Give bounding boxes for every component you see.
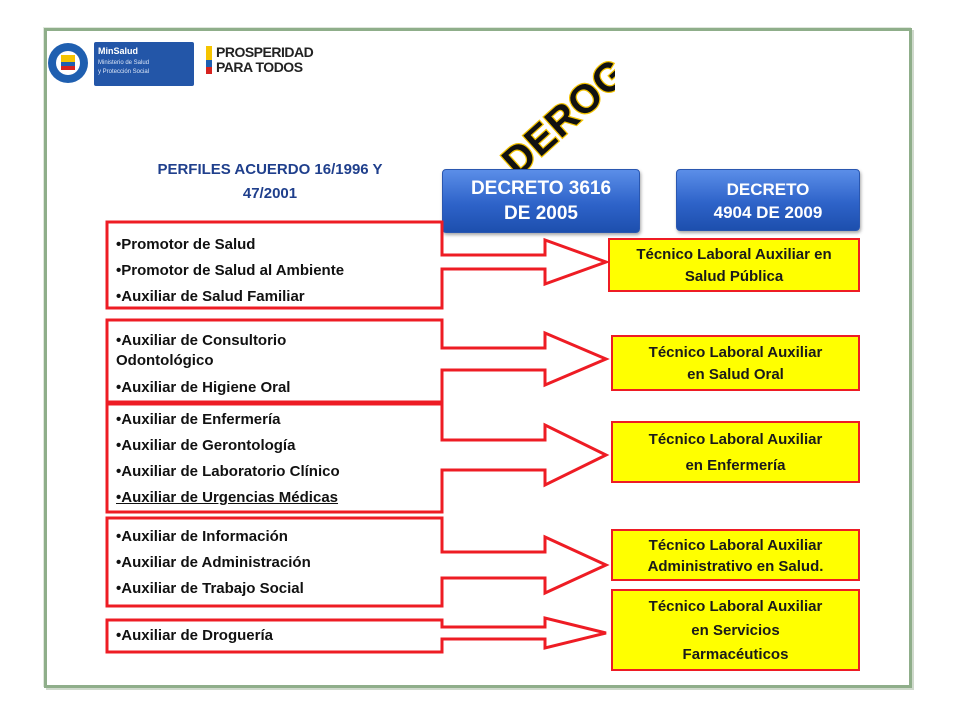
derogado-stamp: DEROGADO (493, 30, 615, 170)
outcome-line: en Servicios (691, 622, 780, 639)
minsalud-sub2: y Protección Social (98, 69, 150, 75)
group-5: •Auxiliar de Droguería (116, 625, 273, 647)
outcome-line: Administrativo en Salud. (647, 558, 824, 575)
outcome-line: Técnico Laboral Auxiliar (648, 598, 823, 615)
group-4-item: •Auxiliar de Administración (116, 554, 311, 571)
outcome-line: Técnico Laboral Auxiliar (648, 431, 823, 448)
perfiles-title-line1: PERFILES ACUERDO 16/1996 Y (157, 161, 383, 178)
decreto-3616-line1: DECRETO 3616 (470, 178, 612, 199)
colombia-seal-icon (48, 43, 88, 83)
outcome-administrativo: Técnico Laboral Auxiliar Administrativo … (611, 529, 860, 581)
perfiles-title: PERFILES ACUERDO 16/1996 Y 47/2001 (110, 158, 430, 206)
group-2: •Auxiliar de Consultorio Odontológico •A… (116, 331, 290, 398)
decreto-4904-line2: 4904 DE 2009 (713, 203, 823, 222)
outcome-line: en Enfermería (685, 457, 786, 474)
outcome-salud-publica: Técnico Laboral Auxiliar en Salud Públic… (608, 238, 860, 292)
outcome-salud-oral: Técnico Laboral Auxiliar en Salud Oral (611, 335, 860, 391)
outcome-enfermeria: Técnico Laboral Auxiliar en Enfermería (611, 421, 860, 483)
prosperidad-line1: PROSPERIDAD (216, 44, 314, 60)
outcome-line: Técnico Laboral Auxiliar (648, 537, 823, 554)
group-2-item: •Auxiliar de Higiene Oral (116, 379, 291, 396)
perfiles-title-line2: 47/2001 (242, 185, 298, 202)
decreto-4904-box: DECRETO 4904 DE 2009 (676, 169, 860, 231)
minsalud-name: MinSalud (98, 46, 138, 56)
decreto-4904-line1: DECRETO (726, 180, 810, 199)
outcome-line: Técnico Laboral Auxiliar en (636, 246, 832, 263)
group-1-item: •Promotor de Salud al Ambiente (116, 262, 345, 279)
derogado-text: DEROGADO (494, 30, 615, 170)
minsalud-sub1: Ministerio de Salud (98, 60, 150, 66)
group-5-item: •Auxiliar de Droguería (116, 627, 273, 644)
prosperidad-line2: PARA TODOS (216, 59, 303, 75)
outcome-farmaceuticos: Técnico Laboral Auxiliar en Servicios Fa… (611, 589, 860, 671)
minsalud-logo: MinSalud Ministerio de Salud y Protecció… (46, 40, 196, 88)
group-3-item: •Auxiliar de Enfermería (116, 411, 281, 428)
group-3-item: •Auxiliar de Laboratorio Clínico (116, 463, 340, 480)
prosperidad-logo: PROSPERIDAD PARA TODOS (206, 44, 326, 76)
group-1-item: •Auxiliar de Salud Familiar (116, 288, 305, 305)
outcome-line: en Salud Oral (687, 366, 784, 383)
decreto-3616-box: DECRETO 3616 DE 2005 (442, 169, 640, 233)
group-4-item: •Auxiliar de Información (116, 528, 288, 545)
group-4: •Auxiliar de Información •Auxiliar de Ad… (116, 524, 311, 602)
group-3-item: •Auxiliar de Gerontología (116, 437, 296, 454)
group-1-item: •Promotor de Salud (116, 236, 256, 253)
group-3: •Auxiliar de Enfermería •Auxiliar de Ger… (116, 407, 340, 511)
group-2-item: •Auxiliar de Consultorio (116, 332, 287, 349)
group-2-item: Odontológico (116, 352, 214, 369)
flag-stripe-icon (206, 46, 212, 74)
outcome-line: Salud Pública (684, 268, 784, 285)
outcome-line: Técnico Laboral Auxiliar (648, 344, 823, 361)
group-1: •Promotor de Salud •Promotor de Salud al… (116, 232, 344, 310)
minsalud-panel: MinSalud Ministerio de Salud y Protecció… (94, 42, 194, 86)
group-4-item: •Auxiliar de Trabajo Social (116, 580, 304, 597)
decreto-3616-line2: DE 2005 (504, 203, 578, 224)
group-3-item: •Auxiliar de Urgencias Médicas (116, 489, 339, 506)
outcome-line: Farmacéuticos (682, 646, 789, 663)
